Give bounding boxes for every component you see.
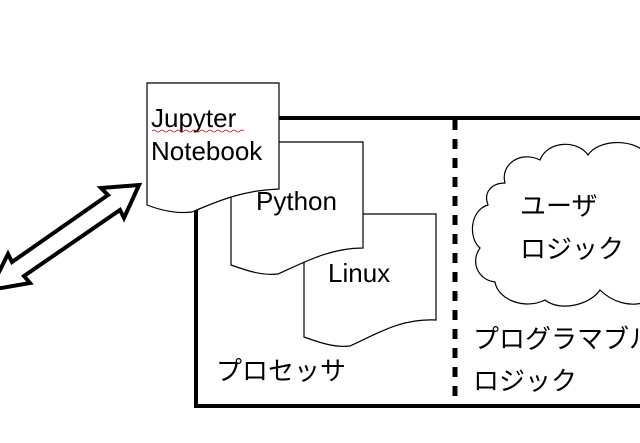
user-logic-label-1: ユーザ <box>520 192 597 222</box>
programmable-logic-label-1: プログラマブル <box>473 325 640 355</box>
user-logic-label-2: ロジック <box>520 235 624 265</box>
notebook-label: Notebook <box>151 136 263 166</box>
python-label: Python <box>256 186 337 216</box>
user-logic-cloud <box>471 141 640 307</box>
jupyter-notebook-document-shape <box>146 82 280 214</box>
bidirectional-arrow-icon <box>0 182 143 291</box>
processor-label: プロセッサ <box>216 357 346 387</box>
jupyter-label: Jupyter <box>151 103 237 133</box>
linux-label: Linux <box>328 258 390 288</box>
spellcheck-underline <box>151 129 245 133</box>
programmable-logic-label-2: ロジック <box>473 367 577 397</box>
